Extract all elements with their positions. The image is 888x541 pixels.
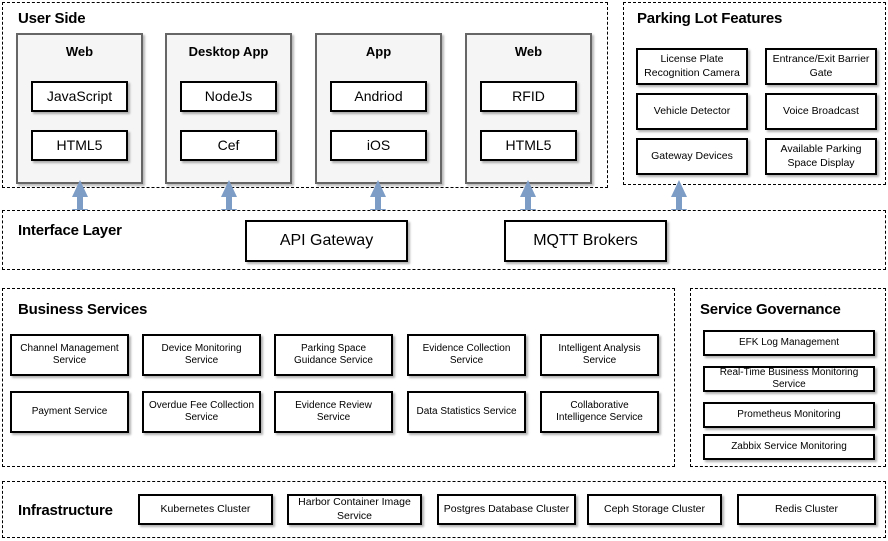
tech-box-html5-2: HTML5 <box>480 130 577 161</box>
tech-box-android: Andriod <box>330 81 427 112</box>
service-box-device-monitoring: Device Monitoring Service <box>142 334 261 376</box>
governance-box-efk-log-management: EFK Log Management <box>703 330 875 356</box>
feature-box-gateway-devices: Gateway Devices <box>636 138 748 175</box>
feature-box-barrier-gate: Entrance/Exit Barrier Gate <box>765 48 877 85</box>
service-box-channel-management: Channel Management Service <box>10 334 129 376</box>
governance-box-prometheus-monitoring: Prometheus Monitoring <box>703 402 875 428</box>
interface-box-mqtt-brokers: MQTT Brokers <box>504 220 667 262</box>
interface-box-api-gateway: API Gateway <box>245 220 408 262</box>
service-box-evidence-collection: Evidence Collection Service <box>407 334 526 376</box>
panel-title-interface-layer: Interface Layer <box>18 222 122 239</box>
tech-box-rfid: RFID <box>480 81 577 112</box>
service-box-data-statistics: Data Statistics Service <box>407 391 526 433</box>
feature-box-license-plate-camera: License Plate Recognition Camera <box>636 48 748 85</box>
infrastructure-box-redis-cluster: Redis Cluster <box>737 494 876 525</box>
client-card-title: App <box>365 44 392 59</box>
panel-business-services <box>2 288 675 467</box>
infrastructure-box-kubernetes-cluster: Kubernetes Cluster <box>138 494 273 525</box>
client-card-title: Desktop App <box>188 44 269 59</box>
feature-box-voice-broadcast: Voice Broadcast <box>765 93 877 130</box>
panel-title-service-governance: Service Governance <box>700 301 841 318</box>
infrastructure-box-harbor-container-image: Harbor Container Image Service <box>287 494 422 525</box>
infrastructure-box-ceph-storage-cluster: Ceph Storage Cluster <box>587 494 722 525</box>
service-box-parking-space-guidance: Parking Space Guidance Service <box>274 334 393 376</box>
governance-box-realtime-business-monitoring: Real-Time Business Monitoring Service <box>703 366 875 392</box>
client-card-title: Web <box>514 44 543 59</box>
panel-interface-layer <box>2 210 886 270</box>
panel-title-parking-lot-features: Parking Lot Features <box>637 10 783 27</box>
tech-box-ios: iOS <box>330 130 427 161</box>
service-box-overdue-fee-collection: Overdue Fee Collection Service <box>142 391 261 433</box>
panel-title-user-side: User Side <box>18 10 86 27</box>
infrastructure-box-postgres-database-cluster: Postgres Database Cluster <box>437 494 576 525</box>
tech-box-cef: Cef <box>180 130 277 161</box>
client-card-title: Web <box>65 44 94 59</box>
service-box-payment: Payment Service <box>10 391 129 433</box>
tech-box-javascript: JavaScript <box>31 81 128 112</box>
feature-box-parking-space-display: Available Parking Space Display <box>765 138 877 175</box>
panel-title-infrastructure: Infrastructure <box>18 502 113 519</box>
service-box-intelligent-analysis: Intelligent Analysis Service <box>540 334 659 376</box>
tech-box-nodejs: NodeJs <box>180 81 277 112</box>
tech-box-html5: HTML5 <box>31 130 128 161</box>
service-box-evidence-review: Evidence Review Service <box>274 391 393 433</box>
governance-box-zabbix-service-monitoring: Zabbix Service Monitoring <box>703 434 875 460</box>
feature-box-vehicle-detector: Vehicle Detector <box>636 93 748 130</box>
service-box-collaborative-intelligence: Collaborative Intelligence Service <box>540 391 659 433</box>
panel-title-business-services: Business Services <box>18 301 148 318</box>
